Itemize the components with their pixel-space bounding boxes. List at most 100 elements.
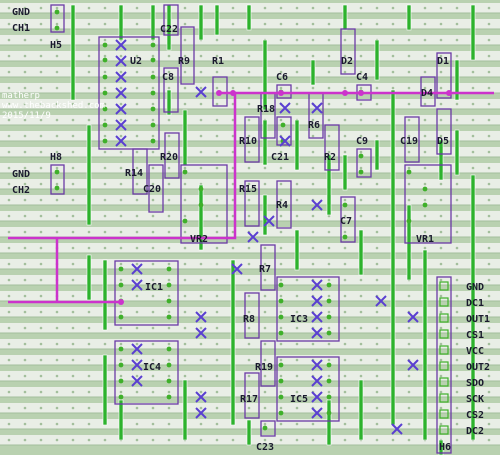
component-outline	[148, 164, 164, 213]
hole	[55, 342, 59, 346]
hole	[55, 166, 59, 170]
hole	[199, 166, 203, 170]
hole	[215, 70, 219, 74]
hole	[343, 278, 347, 282]
hole	[151, 70, 155, 74]
hole	[311, 118, 315, 122]
hole	[279, 326, 283, 330]
hole	[375, 214, 379, 218]
hole	[87, 230, 91, 234]
label-c8: C8	[162, 72, 174, 83]
hole	[39, 358, 43, 362]
pad	[150, 57, 156, 63]
hole	[263, 310, 267, 314]
hole	[247, 182, 251, 186]
hole	[7, 70, 11, 74]
hole	[343, 406, 347, 410]
hole	[7, 22, 11, 26]
hole	[247, 278, 251, 282]
hole	[39, 166, 43, 170]
hole	[167, 86, 171, 90]
hole	[455, 342, 459, 346]
pad	[198, 186, 204, 192]
hole	[455, 54, 459, 58]
hole	[23, 70, 27, 74]
hole	[487, 150, 491, 154]
label-h5: H5	[50, 40, 62, 51]
label-ic3: IC3	[290, 314, 308, 325]
hole	[343, 70, 347, 74]
wire-link	[230, 259, 236, 426]
hole	[167, 422, 171, 426]
hole	[391, 54, 395, 58]
jumper-node	[118, 299, 124, 305]
hole	[87, 374, 91, 378]
hole	[135, 278, 139, 282]
hole	[311, 22, 315, 26]
hole	[439, 246, 443, 250]
hole	[359, 166, 363, 170]
hole	[375, 6, 379, 10]
hole	[279, 342, 283, 346]
label-vr1: VR1	[416, 234, 434, 245]
pad	[326, 314, 332, 320]
hole	[487, 214, 491, 218]
hole	[7, 6, 11, 10]
hole	[295, 198, 299, 202]
hole	[39, 294, 43, 298]
hole	[247, 134, 251, 138]
hole	[215, 86, 219, 90]
hole	[7, 246, 11, 250]
hole	[487, 262, 491, 266]
jumper-node	[278, 90, 284, 96]
hole	[455, 182, 459, 186]
component-outline	[50, 4, 65, 33]
hole	[263, 326, 267, 330]
hole	[231, 182, 235, 186]
hole	[327, 390, 331, 394]
hole	[311, 182, 315, 186]
hole	[311, 230, 315, 234]
hole	[295, 102, 299, 106]
pad	[358, 169, 364, 175]
hole	[135, 406, 139, 410]
label-r8: R8	[243, 314, 255, 325]
hole	[87, 390, 91, 394]
track-cut	[131, 375, 143, 387]
component-outline	[114, 260, 179, 326]
header-pad	[439, 281, 449, 291]
hole	[23, 422, 27, 426]
hole	[295, 54, 299, 58]
hole	[423, 70, 427, 74]
pin-label: OUT1	[466, 314, 490, 325]
hole	[39, 182, 43, 186]
label-r10: R10	[239, 136, 257, 147]
hole	[295, 214, 299, 218]
hole	[487, 6, 491, 10]
hole	[247, 214, 251, 218]
label-c23: C23	[256, 442, 274, 453]
wire-link	[470, 4, 476, 61]
jumper-node	[342, 90, 348, 96]
watermark-date: 2015/11/9	[2, 111, 51, 121]
hole	[343, 262, 347, 266]
hole	[327, 358, 331, 362]
hole	[215, 326, 219, 330]
hole	[183, 246, 187, 250]
wire-link	[86, 254, 92, 301]
wire-link	[294, 119, 300, 171]
hole	[279, 246, 283, 250]
hole	[455, 438, 459, 442]
hole	[71, 374, 75, 378]
hole	[263, 246, 267, 250]
wire-link	[342, 4, 348, 31]
pad	[102, 138, 108, 144]
wire-link	[214, 4, 220, 36]
hole	[119, 150, 123, 154]
hole	[55, 22, 59, 26]
hole	[215, 38, 219, 42]
hole	[375, 182, 379, 186]
hole	[407, 182, 411, 186]
hole	[151, 102, 155, 106]
wire-link	[294, 229, 300, 271]
